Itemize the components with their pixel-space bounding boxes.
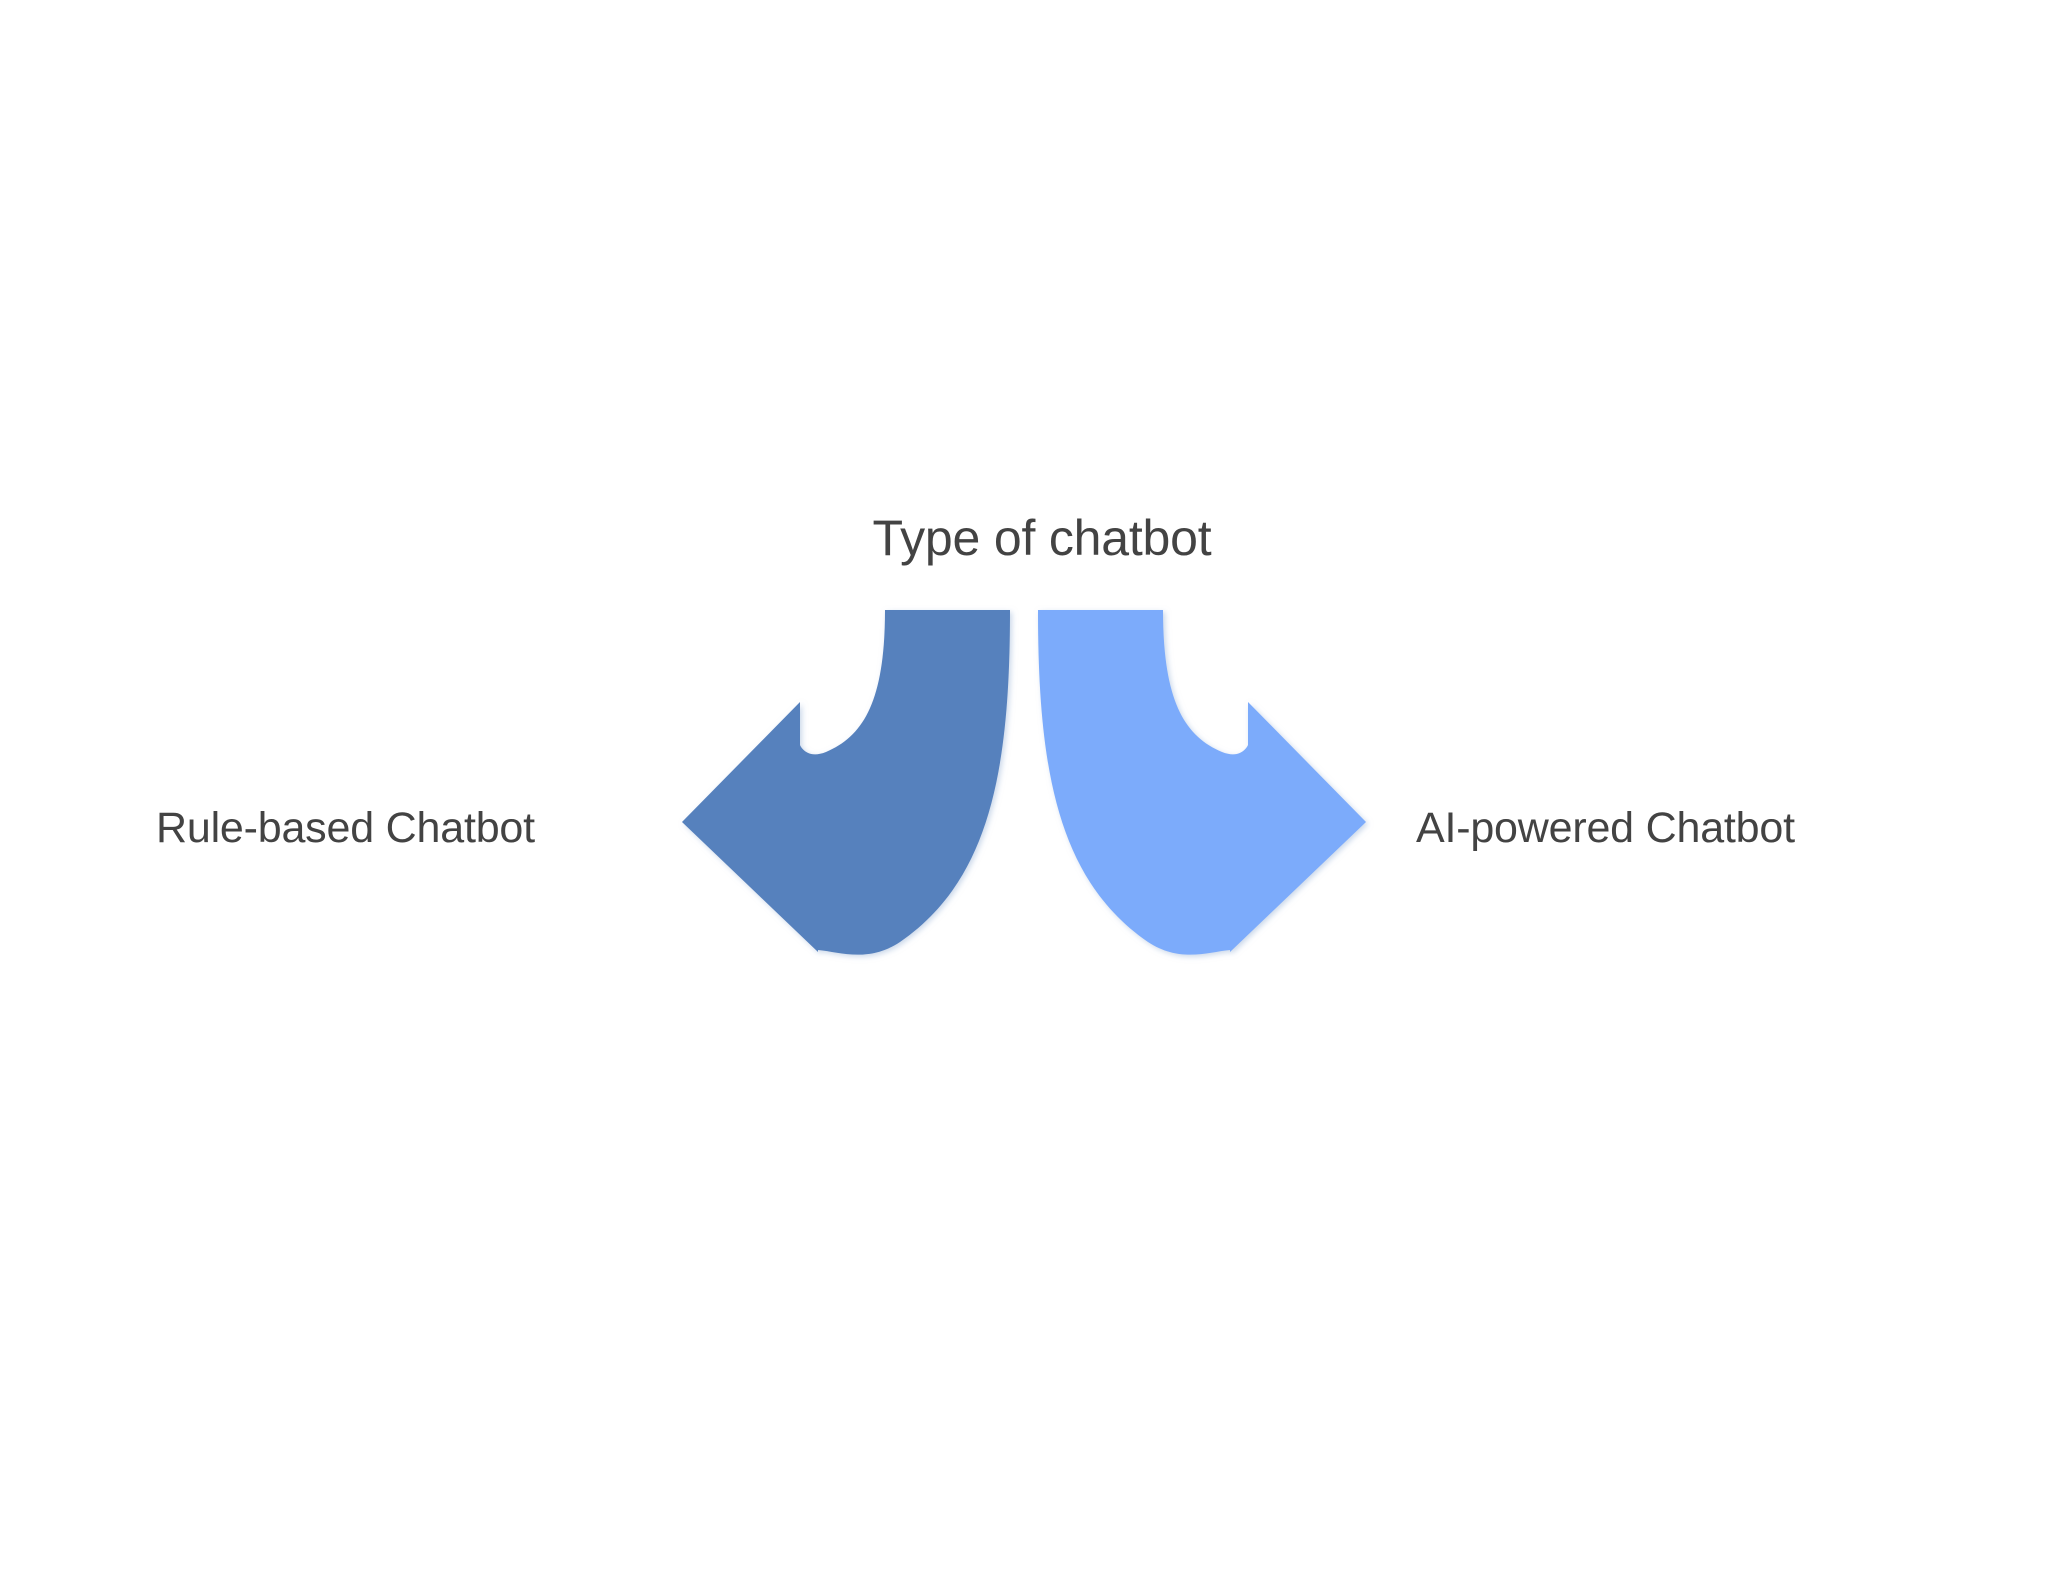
branch-label-ai-powered: AI-powered Chatbot (1416, 804, 1795, 852)
branch-label-rule-based: Rule-based Chatbot (156, 804, 535, 852)
curved-left-arrow (682, 610, 1010, 955)
page-title: Type of chatbot (0, 508, 2048, 568)
page-title-text: Type of chatbot (872, 510, 1212, 566)
curved-right-arrow (1038, 610, 1366, 955)
